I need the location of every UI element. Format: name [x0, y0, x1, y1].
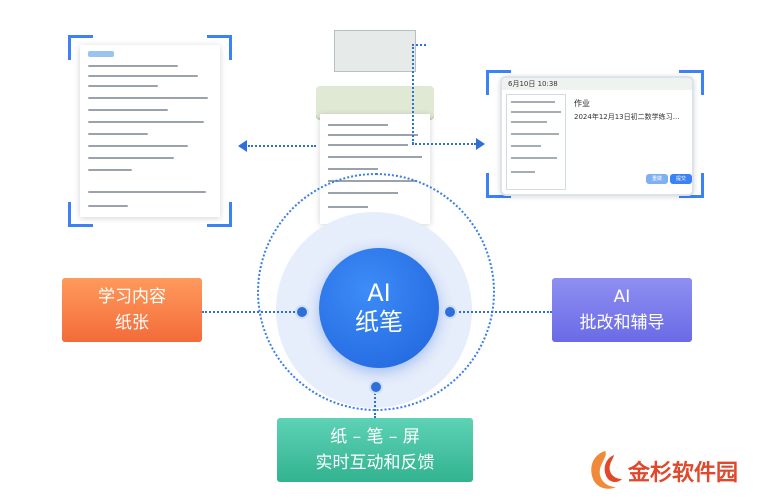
- submit-button[interactable]: 提交: [670, 174, 692, 184]
- core-line-2: 纸笔: [355, 308, 403, 336]
- connector-right-vertical: [412, 44, 414, 144]
- scan-corner: [679, 173, 704, 198]
- connector-bottom-box: [374, 386, 376, 418]
- connector-right: [412, 143, 476, 145]
- scan-corner: [68, 35, 93, 60]
- ai-grading-tutoring-box: AI 批改和辅导: [552, 278, 692, 342]
- paper-document-image: [68, 35, 232, 227]
- box-right-line-2: 批改和辅导: [579, 313, 665, 333]
- ai-paper-pen-core: AI 纸笔: [319, 248, 439, 368]
- tablet-title: 作业: [574, 99, 590, 108]
- tablet-paper-preview: [506, 94, 566, 190]
- connector-left-box: [202, 311, 302, 313]
- box-bottom-line-1: 纸 – 笔 – 屏: [330, 427, 420, 447]
- dotted-orbit-ring: [257, 173, 495, 411]
- node-dot-icon: [369, 380, 383, 394]
- node-dot-icon: [295, 305, 309, 319]
- arrow-right-icon: [476, 138, 485, 150]
- logo-swirl-icon: [591, 451, 622, 489]
- core-line-1: AI: [367, 279, 391, 307]
- scan-corner: [679, 70, 704, 95]
- box-left-line-1: 学习内容: [98, 287, 166, 307]
- node-dot-icon: [443, 305, 457, 319]
- connector-right-box: [448, 311, 552, 313]
- paper-sheet: [80, 45, 220, 217]
- scan-corner: [486, 173, 511, 198]
- box-right-line-1: AI: [613, 287, 631, 307]
- scan-corner: [207, 202, 232, 227]
- tablet-subtitle: 2024年12月13日初二数学练习…: [574, 113, 680, 121]
- box-left-line-2: 纸张: [115, 313, 149, 333]
- scan-corner: [68, 202, 93, 227]
- tablet-screen-image: 6月10日 10:38 作业 2024年12月13日初二数学练习… 重做 提交: [486, 70, 704, 198]
- site-watermark-logo: 金杉软件园: [584, 447, 760, 493]
- logo-text: 金杉软件园: [628, 461, 739, 486]
- device-screen: [334, 30, 416, 72]
- connector-right-top: [412, 44, 426, 46]
- scan-corner: [486, 70, 511, 95]
- connector-left-top: [248, 145, 316, 147]
- learning-content-paper-box: 学习内容 纸张: [62, 278, 202, 342]
- tablet: 6月10日 10:38 作业 2024年12月13日初二数学练习… 重做 提交: [500, 76, 694, 196]
- box-bottom-line-2: 实时互动和反馈: [315, 453, 435, 473]
- paper-pen-screen-interaction-box: 纸 – 笔 – 屏 实时互动和反馈: [277, 418, 473, 482]
- scan-corner: [207, 35, 232, 60]
- redo-button[interactable]: 重做: [646, 174, 668, 184]
- tablet-date: 6月10日 10:38: [508, 80, 558, 88]
- arrow-left-icon: [238, 140, 247, 152]
